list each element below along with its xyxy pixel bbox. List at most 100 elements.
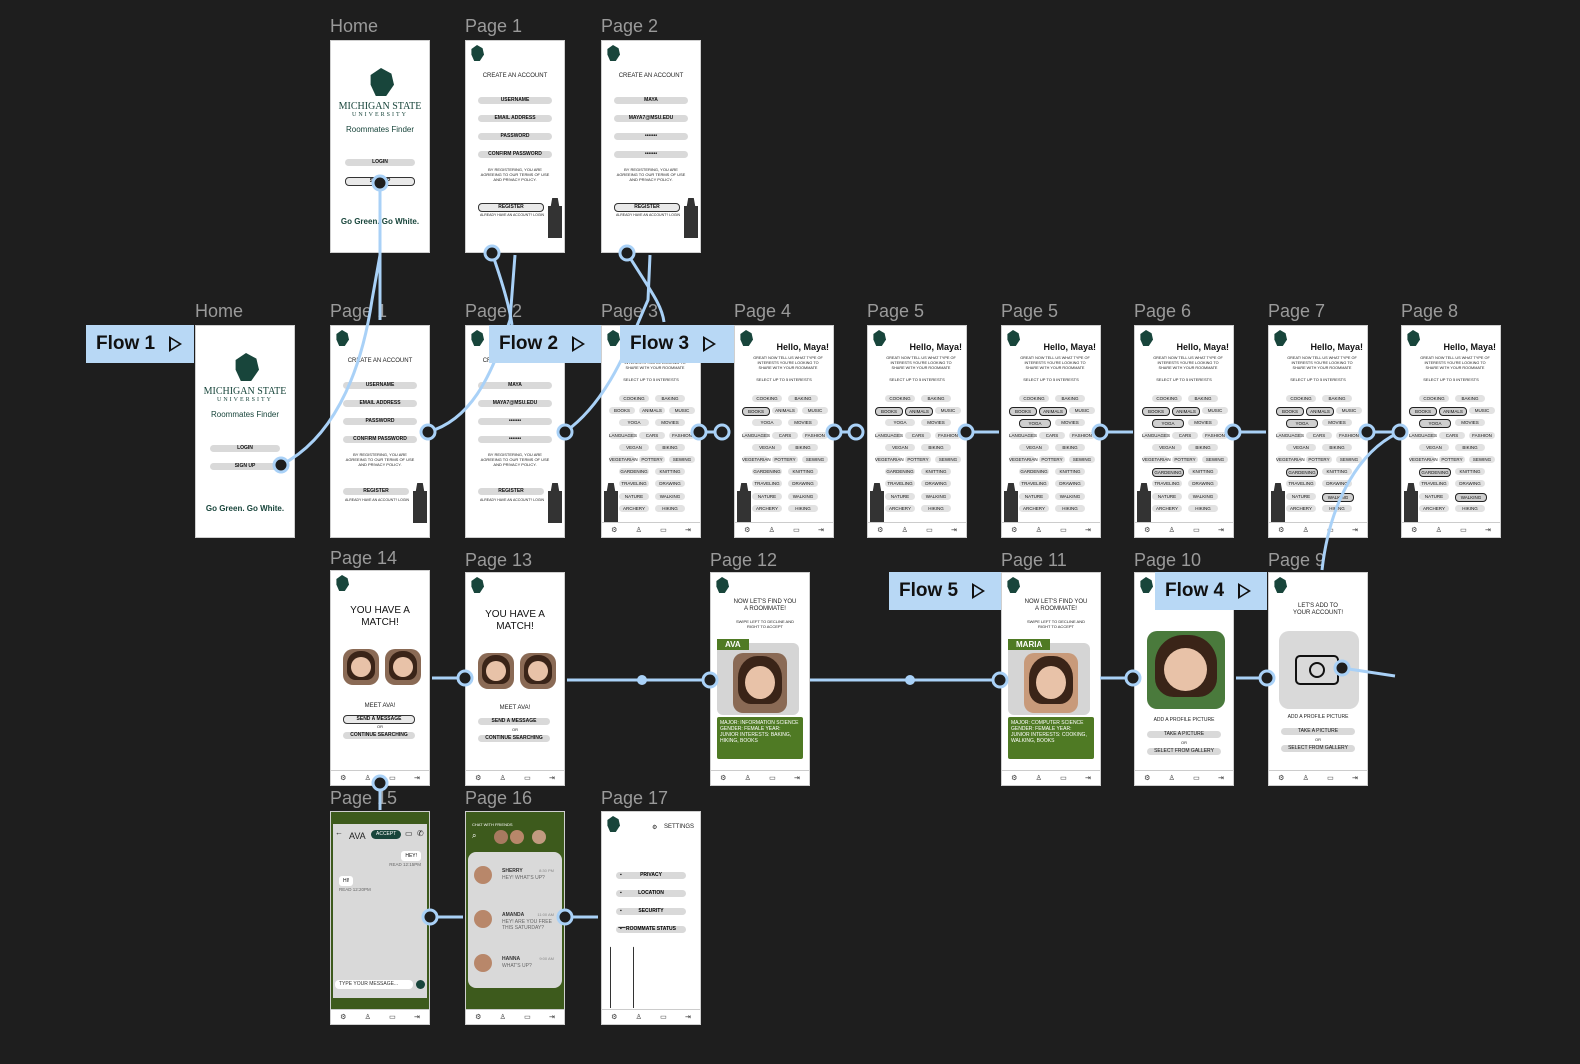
flow-1-button[interactable]: Flow 1 [86, 325, 194, 363]
interest-tag[interactable]: ARCHERY [1152, 504, 1182, 512]
email-field[interactable]: EMAIL ADDRESS [343, 400, 417, 407]
user-icon[interactable]: ♙ [768, 527, 775, 534]
logout-icon[interactable]: ⇥ [1218, 775, 1224, 782]
chat-icon[interactable]: ▭ [1193, 527, 1200, 534]
interest-tag[interactable]: LANGUAGES [1276, 431, 1305, 439]
interest-tag[interactable]: SEWING [1069, 456, 1095, 463]
signup-button[interactable]: SIGN UP [210, 463, 280, 470]
create-account-filled-top[interactable]: CREATE AN ACCOUNT MAYA MAYA7@MSU.EDU •••… [601, 40, 701, 253]
interest-tag[interactable]: HIKING [788, 504, 818, 512]
interest-tag[interactable]: ARCHERY [1419, 504, 1449, 512]
interest-tag[interactable]: POTTERY [1039, 456, 1065, 463]
interest-tag[interactable]: DRAWING [788, 480, 818, 488]
interest-tag[interactable]: WALKING [1055, 492, 1085, 500]
interest-tag[interactable]: MOVIES [1322, 419, 1352, 427]
interest-tag[interactable]: FASHION [1202, 431, 1228, 439]
user-icon[interactable]: ♙ [499, 775, 506, 782]
interest-selection-screen[interactable]: Hello, Maya!GREAT! NOW TELL US WHAT TYPE… [1401, 325, 1501, 538]
interest-tag[interactable]: BOOKS [742, 407, 770, 417]
confirm-password-field[interactable]: CONFIRM PASSWORD [478, 151, 552, 158]
interest-tag[interactable]: DRAWING [1455, 480, 1485, 488]
chat-icon[interactable]: ▭ [389, 1014, 396, 1021]
user-icon[interactable]: ♙ [1302, 775, 1309, 782]
interest-tag[interactable]: TRAVELING [752, 480, 782, 488]
interest-tag[interactable]: BAKING [921, 395, 951, 402]
gear-icon[interactable]: ⚙ [720, 775, 727, 782]
friend-avatar[interactable] [510, 830, 524, 844]
logout-icon[interactable]: ⇥ [1352, 527, 1358, 534]
interest-tag[interactable]: MOVIES [1455, 419, 1485, 427]
register-button[interactable]: REGISTER [478, 488, 544, 495]
interest-tag[interactable]: MUSIC [1336, 407, 1362, 415]
interest-tag[interactable]: NATURE [1019, 492, 1049, 500]
interest-tag[interactable]: WALKING [655, 492, 685, 500]
search-icon[interactable]: ⌕ [472, 831, 477, 840]
flow-2-button[interactable]: Flow 2 [489, 325, 601, 363]
chat-icon[interactable]: ▭ [1460, 527, 1467, 534]
interest-tag[interactable]: GARDENING [885, 468, 915, 476]
flow-4-button[interactable]: Flow 4 [1155, 572, 1267, 610]
interest-tag[interactable]: KNITTING [788, 468, 818, 476]
interest-tag[interactable]: VEGETARIAN [1276, 456, 1305, 463]
interest-tag[interactable]: COOKING [752, 395, 782, 402]
interest-tag[interactable]: VEGAN [1019, 443, 1049, 451]
interest-tag[interactable]: TRAVELING [1419, 480, 1449, 488]
interest-tag[interactable]: VEGETARIAN [742, 456, 771, 463]
user-icon[interactable]: ♙ [1168, 775, 1175, 782]
interest-tag[interactable]: ARCHERY [885, 504, 915, 512]
interest-tag[interactable]: DRAWING [1055, 480, 1085, 488]
logout-icon[interactable]: ⇥ [414, 775, 420, 782]
gear-icon[interactable]: ⚙ [1144, 775, 1151, 782]
interest-tag[interactable]: TRAVELING [1286, 480, 1316, 488]
username-field[interactable]: MAYA [614, 97, 688, 104]
accept-button[interactable]: ACCEPT [371, 830, 402, 839]
interest-tag[interactable]: ANIMALS [772, 407, 798, 415]
logout-icon[interactable]: ⇥ [1085, 527, 1091, 534]
interest-tag[interactable]: MOVIES [655, 419, 685, 427]
interest-tag[interactable]: COOKING [1419, 395, 1449, 402]
home-screen-top[interactable]: MICHIGAN STATE UNIVERSITY Roommates Find… [330, 40, 430, 253]
interest-tag[interactable]: VEGETARIAN [1409, 456, 1438, 463]
password-field[interactable]: ••••••• [614, 133, 688, 140]
interest-tag[interactable]: POTTERY [1439, 456, 1465, 463]
interest-tag[interactable]: DRAWING [921, 480, 951, 488]
interest-tag[interactable]: BOOKS [1009, 407, 1037, 417]
camera-placeholder[interactable] [1279, 631, 1359, 709]
interest-tag[interactable]: VEGETARIAN [1009, 456, 1038, 463]
home-screen[interactable]: MICHIGAN STATE UNIVERSITY Roommates Find… [195, 325, 295, 538]
interest-tag[interactable]: BIKING [1322, 443, 1352, 451]
interest-tag[interactable]: YOGA [1019, 419, 1051, 429]
email-field[interactable]: EMAIL ADDRESS [478, 115, 552, 122]
gear-icon[interactable]: ⚙ [611, 1014, 618, 1021]
email-field[interactable]: MAYA7@MSU.EDU [478, 400, 552, 407]
password-field[interactable]: PASSWORD [478, 133, 552, 140]
gear-icon[interactable]: ⚙ [340, 1014, 347, 1021]
interest-tag[interactable]: BAKING [1188, 395, 1218, 402]
interest-tag[interactable]: POTTERY [639, 456, 665, 463]
interest-tag[interactable]: KNITTING [1188, 468, 1218, 476]
interest-tag[interactable]: VEGAN [752, 443, 782, 451]
interest-tag[interactable]: YOGA [1152, 419, 1184, 429]
interest-tag[interactable]: GARDENING [619, 468, 649, 476]
interest-tag[interactable]: COOKING [1286, 395, 1316, 402]
interest-tag[interactable]: VEGAN [1419, 443, 1449, 451]
interest-tag[interactable]: GARDENING [1419, 468, 1451, 478]
interest-tag[interactable]: BIKING [921, 443, 951, 451]
interest-tag[interactable]: MUSIC [802, 407, 828, 415]
interest-tag[interactable]: HIKING [1322, 504, 1352, 512]
interest-tag[interactable]: VEGAN [885, 443, 915, 451]
gear-icon[interactable]: ⚙ [340, 775, 347, 782]
interest-tag[interactable]: KNITTING [921, 468, 951, 476]
logout-icon[interactable]: ⇥ [685, 1014, 691, 1021]
send-message-button[interactable]: SEND A MESSAGE [478, 718, 550, 725]
interest-tag[interactable]: BOOKS [609, 407, 635, 415]
already-account-link[interactable]: ALREADY HAVE AN ACCOUNT? LOGIN [616, 213, 681, 217]
flow-3-button[interactable]: Flow 3 [620, 325, 734, 363]
user-icon[interactable]: ♙ [744, 775, 751, 782]
create-account[interactable]: CREATE AN ACCOUNT USERNAME EMAIL ADDRESS… [330, 325, 430, 538]
username-field[interactable]: USERNAME [478, 97, 552, 104]
gear-icon[interactable]: ⚙ [744, 527, 751, 534]
interest-tag[interactable]: LANGUAGES [742, 431, 771, 439]
interest-selection-screen[interactable]: Hello, Maya!GREAT! NOW TELL US WHAT TYPE… [867, 325, 967, 538]
interest-tag[interactable]: BOOKS [1276, 407, 1304, 417]
